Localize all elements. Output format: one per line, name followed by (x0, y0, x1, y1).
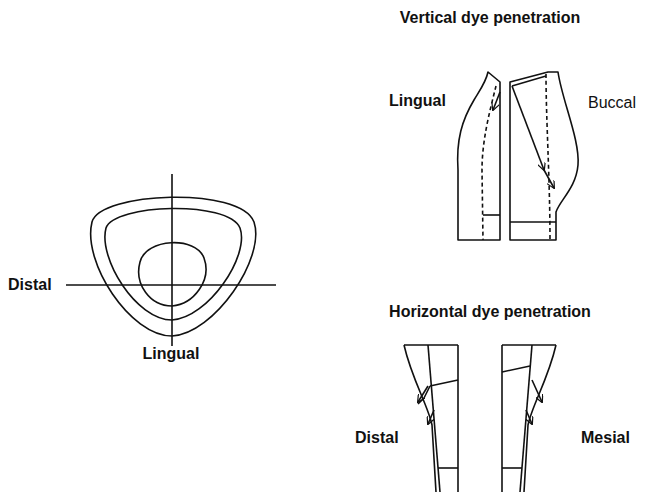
direction-label: Lingual (143, 345, 200, 363)
panel-heading: Horizontal dye penetration (389, 303, 591, 321)
panel-heading: Vertical dye penetration (400, 9, 581, 27)
horizontal-section-distal (404, 345, 458, 492)
tooth-cross-section (66, 174, 276, 346)
vertical-section-buccal (510, 72, 578, 240)
direction-label: Buccal (588, 94, 636, 112)
direction-label: Lingual (389, 92, 446, 110)
direction-label: Distal (355, 429, 399, 447)
vertical-section-lingual (458, 72, 500, 240)
direction-label: Mesial (581, 429, 630, 447)
horizontal-section-mesial (502, 345, 556, 492)
direction-label: Distal (8, 276, 52, 294)
